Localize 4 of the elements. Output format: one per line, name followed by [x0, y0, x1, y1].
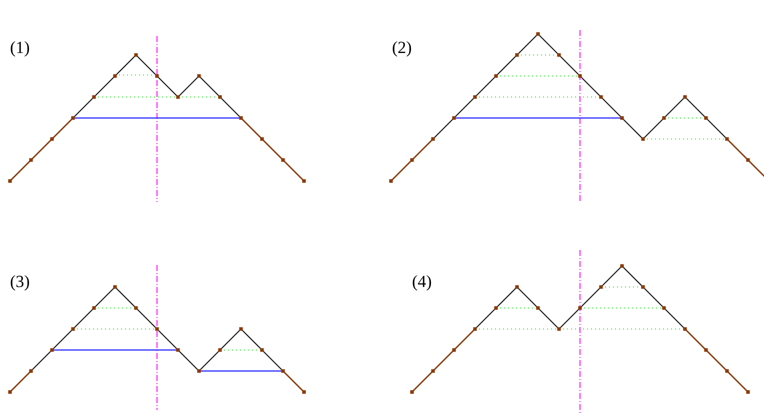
panel-label: (3) [10, 272, 30, 292]
panel-label: (2) [392, 38, 412, 58]
panel-label: (4) [412, 272, 432, 292]
panel-label: (1) [10, 38, 30, 58]
